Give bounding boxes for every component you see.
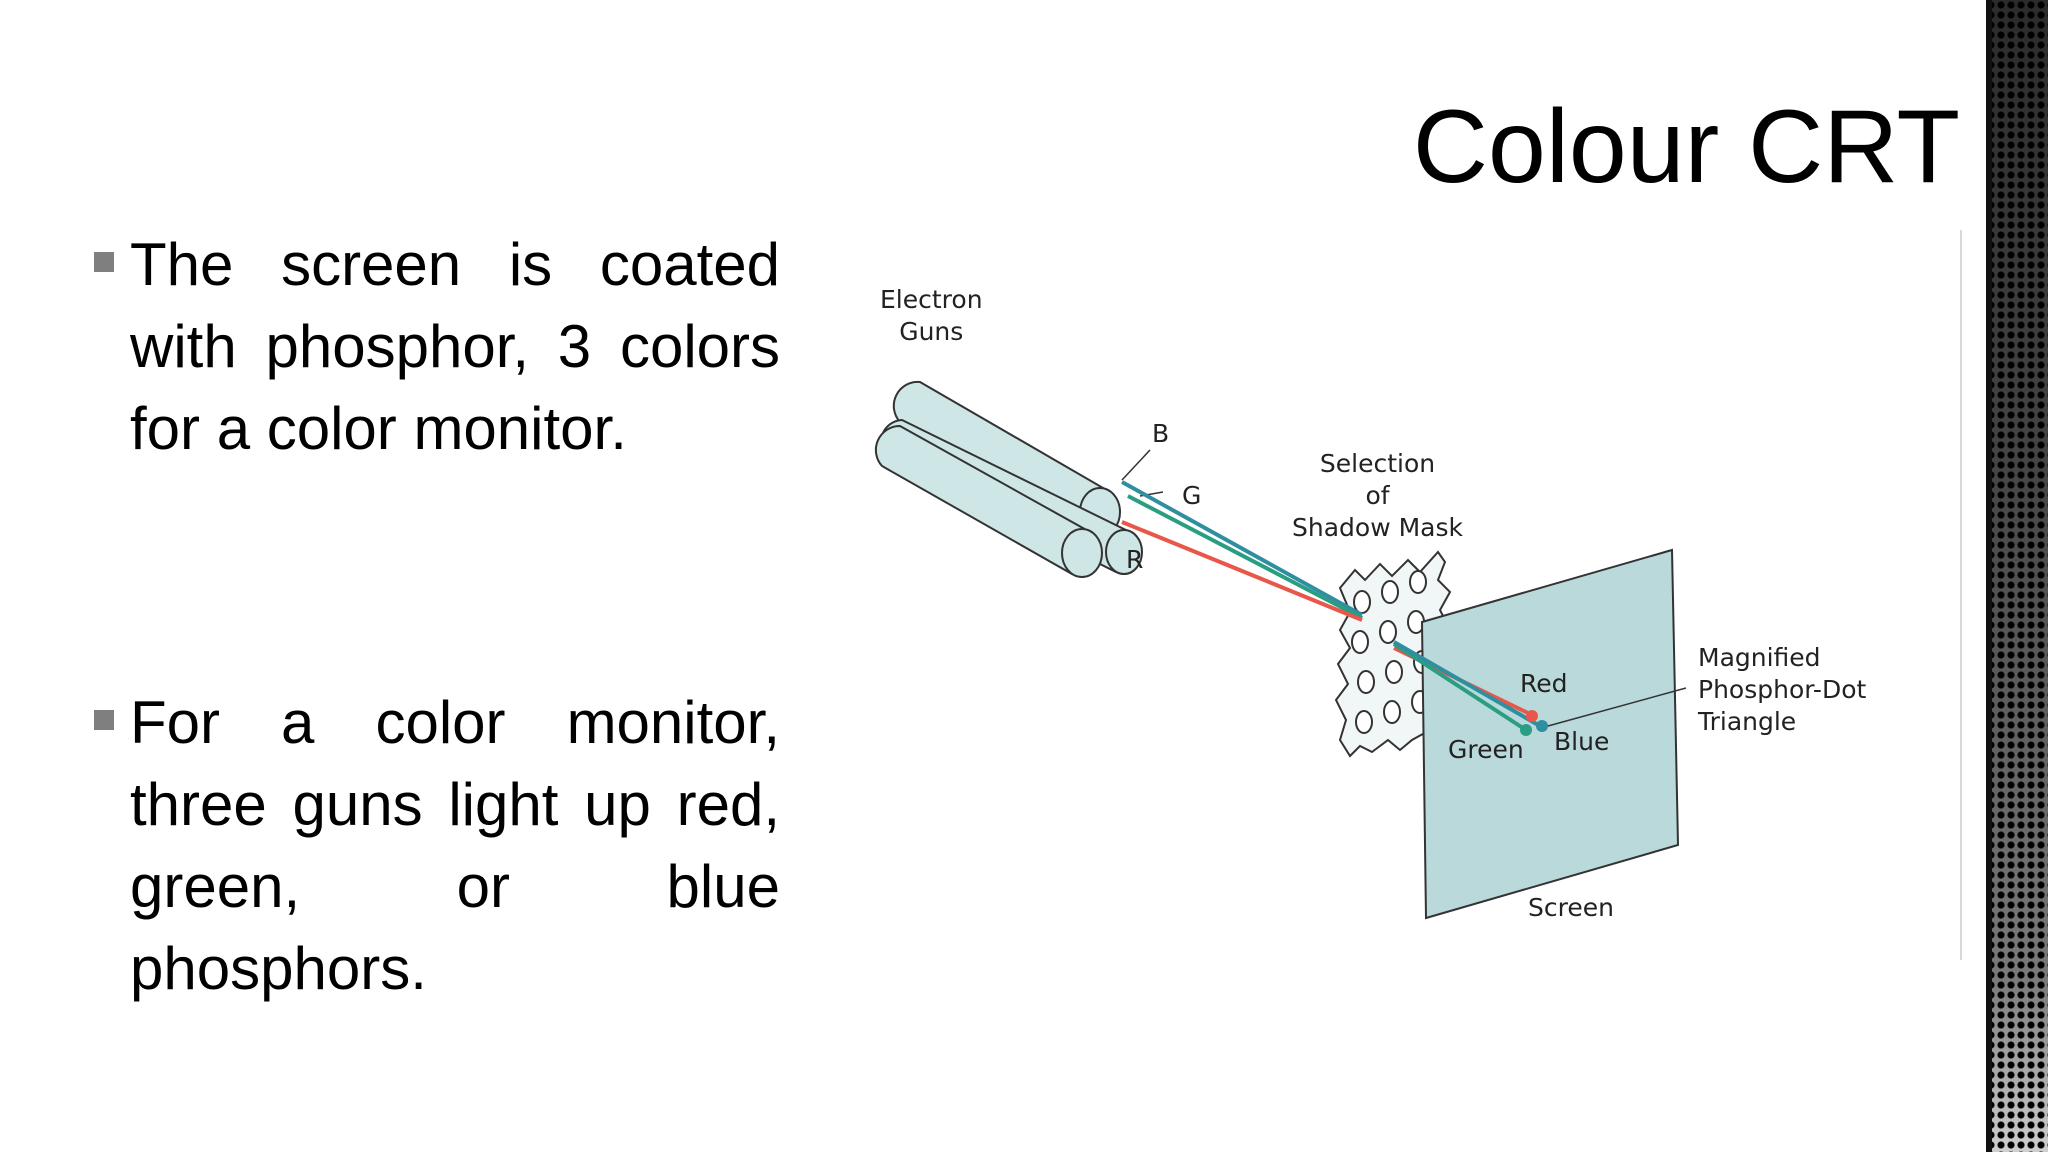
phosphor-dot-green: [1520, 724, 1532, 736]
crt-diagram-graphic: [874, 380, 1687, 920]
label-magnified-phosphor-dot-triangle: Magnified Phosphor-Dot Triangle: [1698, 643, 1867, 736]
bullet-item-1: The screen is coated with phosphor, 3 co…: [94, 224, 780, 470]
beam-green-1: [1127, 494, 1363, 620]
bullet-square-icon: [94, 710, 114, 730]
beam-green-2: [1392, 642, 1528, 732]
label-blue: Blue: [1554, 727, 1610, 756]
beam-blue-1: [1121, 480, 1363, 617]
label-screen: Screen: [1528, 893, 1614, 922]
bullet-text-2: For a color monitor, three guns light up…: [130, 689, 780, 1002]
electron-beams: [1121, 480, 1541, 732]
bullet-text-1: The screen is coated with phosphor, 3 co…: [130, 231, 780, 462]
label-red: Red: [1520, 669, 1568, 698]
label-green: Green: [1448, 735, 1524, 764]
phosphor-dot-red: [1526, 710, 1538, 722]
gun-end-g: [1105, 529, 1143, 575]
phosphor-dots: [1520, 710, 1548, 736]
label-electron-guns: Electron Guns: [880, 285, 983, 346]
label-gun-r: R: [1126, 545, 1144, 574]
magnified-leader: [1547, 687, 1687, 727]
beam-red-1: [1121, 520, 1363, 622]
gun-b-leader: [1121, 449, 1151, 481]
label-gun-b: B: [1152, 419, 1170, 448]
decorative-texture-strip: [1986, 0, 2048, 1152]
electron-guns: [874, 380, 1143, 578]
gun-cylinder-bottom: [874, 424, 1103, 578]
bullet-item-2: For a color monitor, three guns light up…: [94, 682, 780, 1010]
bullet-square-icon: [94, 252, 114, 272]
label-gun-g: G: [1182, 481, 1202, 510]
phosphor-dot-blue: [1536, 720, 1548, 732]
slide-divider: [1960, 230, 1962, 960]
screen-panel: [1420, 548, 1680, 920]
crt-diagram: Electron Guns B G R Selection of Shadow …: [860, 270, 1920, 950]
beam-blue-2: [1393, 640, 1541, 728]
label-shadow-mask: Selection of Shadow Mask: [1292, 449, 1463, 542]
slide-title: Colour CRT: [1412, 89, 1960, 205]
gun-end-r: [1061, 528, 1103, 578]
